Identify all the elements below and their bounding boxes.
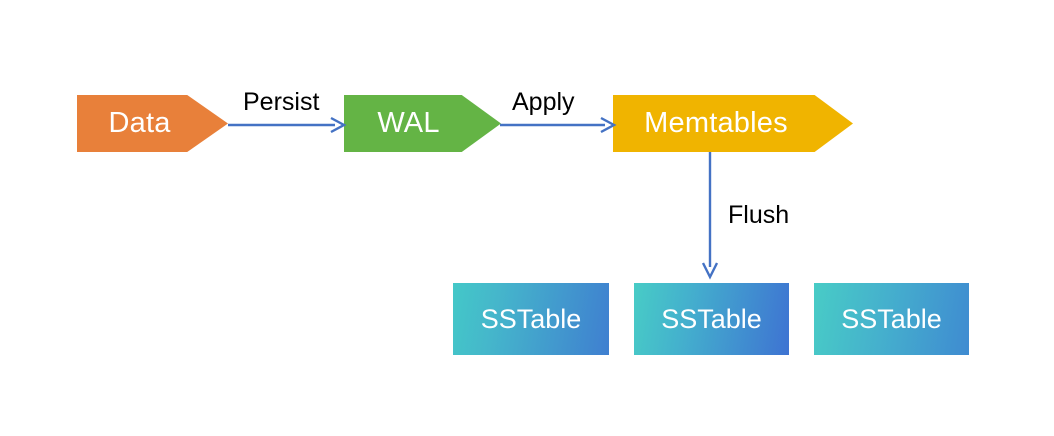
node-sstable-2[interactable]: SSTable (634, 283, 789, 355)
node-memtables[interactable]: Memtables (613, 95, 853, 152)
node-sstable-3[interactable]: SSTable (814, 283, 969, 355)
edge-persist-arrowhead (330, 116, 347, 134)
node-sstable-1[interactable]: SSTable (453, 283, 609, 355)
node-sstable-1-label: SSTable (480, 303, 582, 334)
node-wal-label: WAL (377, 107, 440, 139)
node-data-label: Data (108, 107, 171, 139)
node-wal[interactable]: WAL (344, 95, 501, 152)
edge-flush-arrow (701, 152, 719, 280)
node-sstable-3-label: SSTable (841, 303, 942, 334)
edge-persist-arrow (228, 116, 347, 134)
edge-apply-arrow (500, 116, 617, 134)
node-sstable-2-label: SSTable (661, 303, 762, 334)
edge-persist-label: Persist (243, 88, 320, 116)
edge-apply-label: Apply (512, 88, 575, 116)
edge-flush-arrowhead (701, 262, 719, 280)
edge-flush-label: Flush (728, 201, 790, 229)
node-memtables-label: Memtables (644, 107, 788, 139)
edge-apply-arrowhead (600, 116, 617, 134)
node-data[interactable]: Data (77, 95, 228, 152)
